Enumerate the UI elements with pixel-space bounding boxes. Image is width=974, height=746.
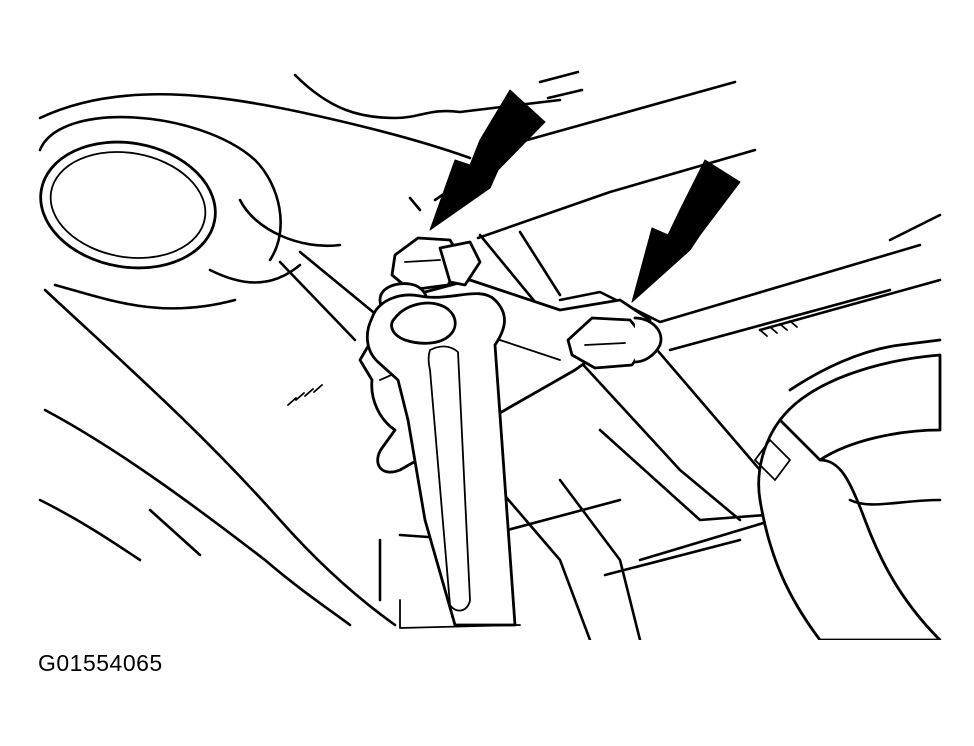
arrow-icon bbox=[631, 159, 741, 303]
service-illustration bbox=[38, 70, 942, 640]
wrench-icon bbox=[365, 292, 517, 627]
engine-structure bbox=[38, 70, 942, 640]
arrow-icon bbox=[429, 89, 546, 231]
figure-id-label: G01554065 bbox=[38, 650, 163, 676]
bolt-icon bbox=[566, 316, 663, 370]
